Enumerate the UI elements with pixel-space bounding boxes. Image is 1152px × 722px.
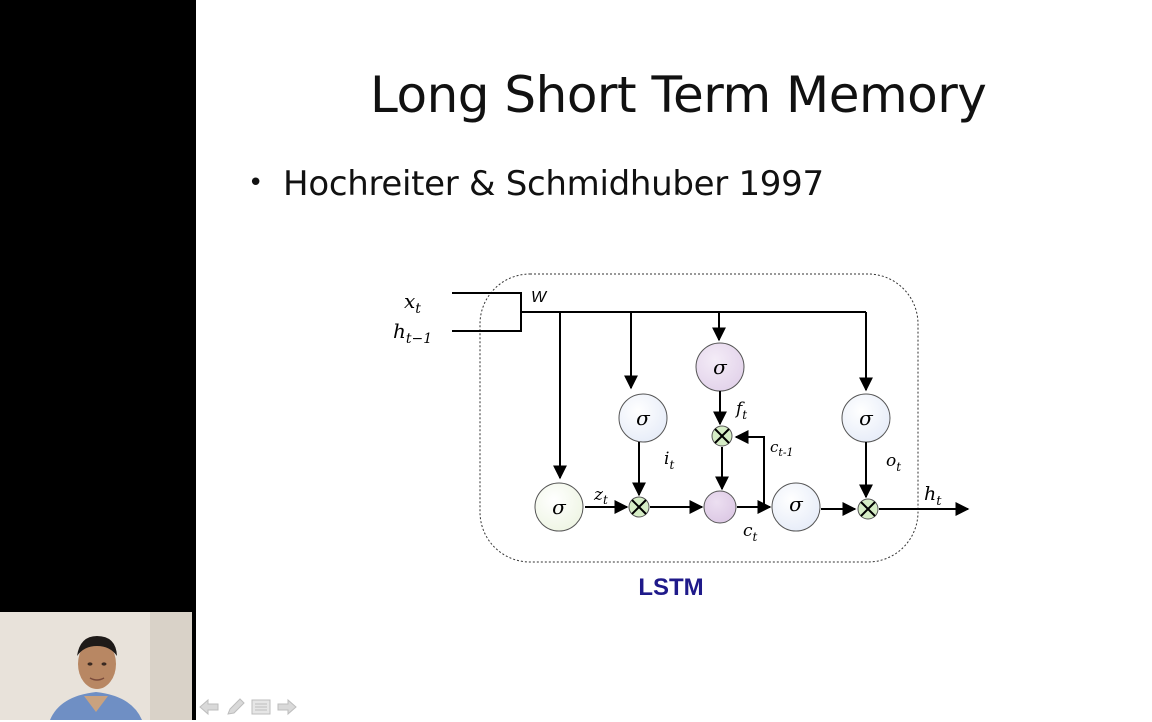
tanh-gate-symbol: σ [789, 492, 804, 516]
multiply-node-output [857, 498, 879, 520]
slide [196, 0, 1152, 720]
back-arrow-icon[interactable] [198, 697, 220, 717]
slideshow-toolbar [198, 696, 298, 718]
lstm-diagram: xt ht−1 W σ σ σ σ σ [393, 273, 970, 601]
forward-arrow-icon[interactable] [276, 697, 298, 717]
cell-recurrent-arrow [734, 430, 765, 507]
cell-state-node [703, 490, 737, 524]
label-o: ot [886, 451, 901, 474]
input-x-label: xt [404, 289, 421, 317]
menu-icon[interactable] [250, 697, 272, 717]
label-h-out: ht [924, 483, 942, 509]
multiply-node-forget [711, 425, 733, 447]
pen-icon[interactable] [224, 697, 246, 717]
forget-gate: σ [695, 342, 745, 392]
label-c: ct [743, 521, 758, 544]
presenter-webcam [0, 612, 192, 720]
slide-title: Long Short Term Memory [370, 66, 987, 124]
candidate-gate: σ [534, 482, 584, 532]
output-gate: σ [841, 393, 891, 443]
forget-gate-symbol: σ [713, 355, 728, 379]
input-h-label: ht−1 [393, 319, 432, 347]
presenter-silhouette-icon [0, 612, 192, 720]
input-gate-symbol: σ [636, 406, 651, 430]
left-black-panel [0, 0, 196, 720]
tanh-gate: σ [771, 482, 821, 532]
weight-label: W [531, 289, 548, 306]
bullet-glyph: • [248, 168, 264, 198]
candidate-gate-symbol: σ [552, 495, 567, 519]
bullet-text: Hochreiter & Schmidhuber 1997 [283, 164, 824, 204]
lstm-cell-boundary [479, 273, 919, 563]
bullet-item: • Hochreiter & Schmidhuber 1997 [248, 164, 824, 204]
label-i: it [664, 449, 674, 472]
label-z: zt [593, 485, 608, 507]
label-c-prev: ct-1 [770, 438, 794, 459]
input-gate: σ [618, 393, 668, 443]
label-f: ft [734, 399, 747, 422]
multiply-node-input [628, 496, 650, 518]
output-gate-symbol: σ [859, 406, 874, 430]
diagram-caption: LSTM [638, 574, 703, 601]
